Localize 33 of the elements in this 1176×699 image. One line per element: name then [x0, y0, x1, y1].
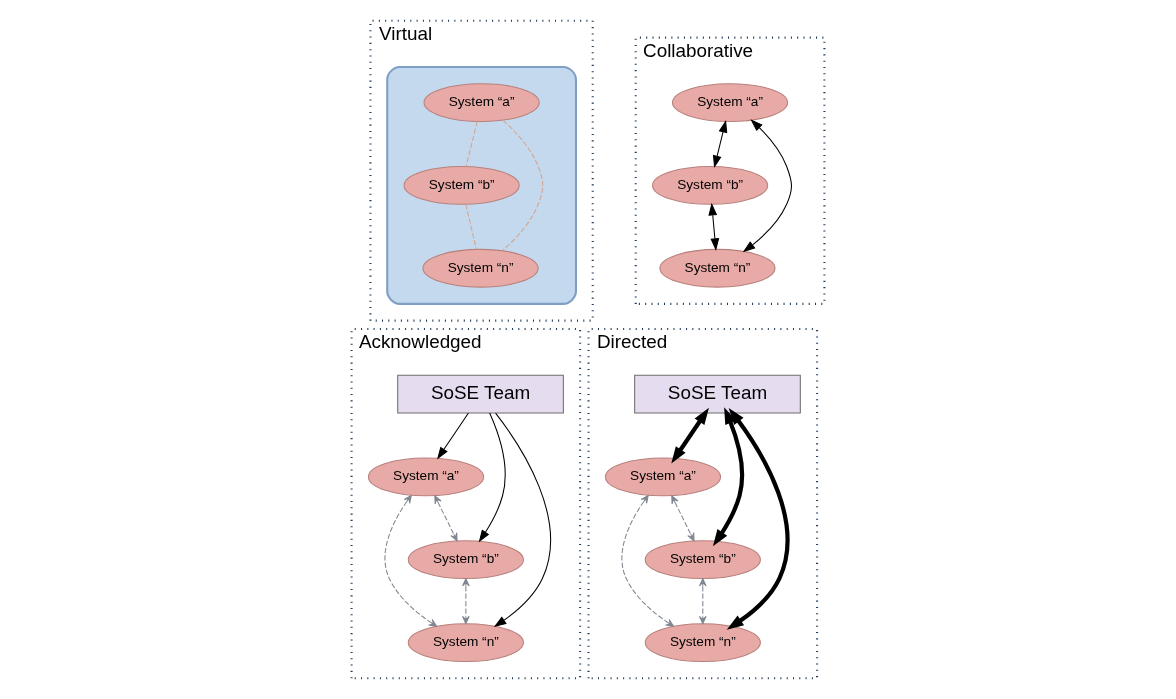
- node-ellipse: System “n”: [659, 248, 776, 288]
- arrow: [708, 202, 720, 251]
- node-ellipse: System “n”: [422, 248, 539, 288]
- arrow: [384, 494, 438, 627]
- connector: [465, 203, 477, 250]
- node-ellipse: System “n”: [407, 623, 524, 662]
- node-ellipse: System “b”: [407, 540, 524, 580]
- node-ellipse: System “b”: [652, 166, 769, 205]
- node-ellipse: System “a”: [367, 457, 485, 497]
- node-ellipse: System “b”: [403, 166, 520, 205]
- arrow: [434, 495, 458, 542]
- connector: [465, 121, 478, 168]
- node-ellipse: System “a”: [671, 83, 789, 122]
- arrow: [671, 495, 695, 542]
- arrow: [671, 407, 709, 464]
- node-ellipse: System “a”: [604, 457, 722, 497]
- arrow: [712, 120, 728, 169]
- arrow: [493, 412, 551, 628]
- arrow: [742, 119, 792, 253]
- arrow: [726, 408, 790, 630]
- node-ellipse: System “b”: [644, 540, 761, 580]
- cluster: [386, 65, 577, 305]
- node-ellipse: System “n”: [644, 623, 761, 662]
- node-box: SoSE Team: [634, 374, 801, 414]
- arrow: [621, 494, 675, 627]
- connector: [501, 119, 544, 252]
- arrow: [478, 412, 506, 543]
- arrow: [462, 578, 470, 625]
- arrow: [712, 407, 745, 547]
- node-box: SoSE Team: [397, 374, 564, 414]
- node-ellipse: System “a”: [423, 83, 540, 122]
- arrow: [437, 412, 469, 460]
- arrow: [698, 578, 707, 625]
